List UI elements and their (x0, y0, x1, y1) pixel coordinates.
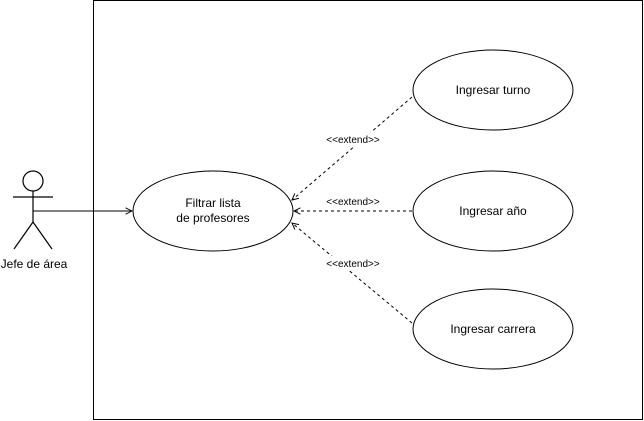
extend-label-carrera: <<extend>> (326, 259, 380, 270)
use-case-carrera[interactable]: Ingresar carrera (412, 288, 574, 370)
use-case-carrera-ellipse (412, 288, 574, 370)
extend-label-turno: <<extend>> (326, 135, 380, 146)
extend-label-bg-turno (322, 132, 384, 146)
actor[interactable]: Jefe de área (1, 170, 68, 271)
use-case-filtrar-line1: Filtrar lista (185, 196, 241, 210)
use-case-turno[interactable]: Ingresar turno (412, 49, 574, 131)
extend-line-carrera (292, 223, 413, 324)
use-case-filtrar[interactable]: Filtrar lista de profesores (132, 170, 294, 252)
use-case-anio-ellipse (412, 170, 574, 252)
actor-left-leg (13, 221, 34, 250)
extend-label-bg-anio (322, 194, 384, 208)
use-case-turno-ellipse (412, 49, 574, 131)
extend-label-anio: <<extend>> (326, 197, 380, 208)
use-case-filtrar-line2: de profesores (176, 211, 249, 225)
use-case-turno-label: Ingresar turno (456, 83, 531, 97)
actor-head (22, 170, 44, 192)
extend-label-bg-carrera (322, 256, 384, 270)
actor-label: Jefe de área (1, 257, 68, 271)
extend-line-turno (292, 96, 413, 200)
use-case-carrera-label: Ingresar carrera (450, 322, 536, 336)
actor-right-leg (32, 221, 53, 250)
use-case-anio-label: Ingresar año (459, 204, 527, 218)
use-case-anio[interactable]: Ingresar año (412, 170, 574, 252)
use-case-filtrar-ellipse (132, 170, 294, 252)
